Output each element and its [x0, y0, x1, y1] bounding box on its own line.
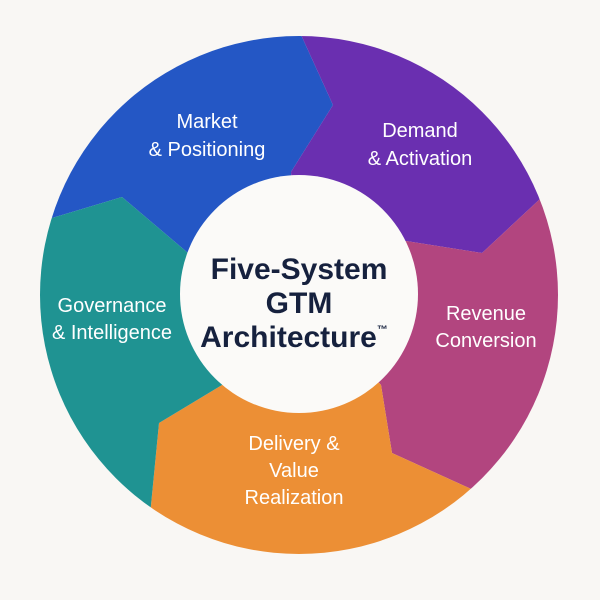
- revenue-label-line2: Conversion: [435, 330, 536, 352]
- delivery-label-line1: Delivery &: [248, 433, 340, 455]
- center-hub: [180, 175, 418, 413]
- trademark-symbol: ™: [377, 324, 388, 336]
- delivery-label-line2: Value: [269, 460, 319, 482]
- market-label-line1: Market: [176, 111, 238, 133]
- governance-label-line1: Governance: [58, 295, 167, 317]
- delivery-label-line3: Realization: [245, 487, 344, 509]
- center-title-line3: Architecture™: [200, 321, 388, 354]
- demand-label-line2: & Activation: [368, 148, 473, 170]
- center-title-line1: Five-System: [211, 253, 388, 286]
- revenue-label-line1: Revenue: [446, 303, 526, 325]
- center-title-line2: GTM: [266, 287, 333, 320]
- governance-label-line2: & Intelligence: [52, 322, 172, 344]
- center-title-line3-text: Architecture: [200, 321, 377, 354]
- demand-label-line1: Demand: [382, 120, 458, 142]
- market-label-line2: & Positioning: [149, 139, 266, 161]
